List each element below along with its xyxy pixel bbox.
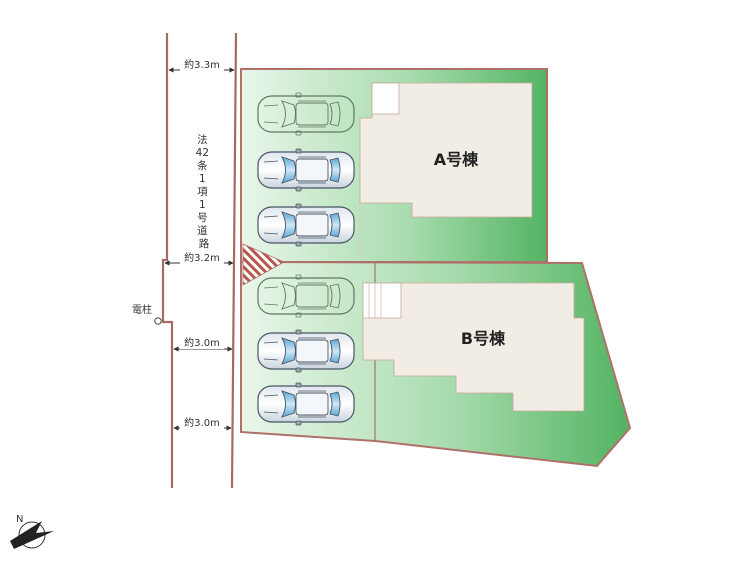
compass: N	[10, 514, 54, 549]
building-b-label: B号棟	[461, 329, 506, 348]
compass-north-label: N	[16, 514, 23, 525]
utility-pole-icon	[154, 317, 162, 325]
road: 法 42 条 1 項 1 号 道 路	[161, 32, 238, 489]
road-label: 法 42 条 1 項 1 号 道 路	[196, 133, 213, 250]
car-icon	[257, 382, 355, 426]
north-arrow-icon	[10, 521, 54, 549]
road-width-label: 約3.0m	[184, 416, 220, 429]
road-dimension-1: 約3.3m	[168, 58, 235, 73]
road-width-label: 約3.0m	[184, 336, 220, 349]
building-b-footprint	[362, 282, 585, 412]
car-icon	[257, 329, 355, 373]
road-dimension-2: 約3.2m	[164, 251, 234, 266]
car-icon	[257, 203, 355, 247]
shared-hatched-area	[242, 243, 285, 286]
road-west-edge	[161, 33, 174, 488]
road-width-label: 約3.3m	[184, 58, 220, 71]
building-a-footprint	[359, 82, 533, 218]
utility-pole: 電柱	[132, 303, 162, 325]
building-b-porch	[362, 282, 402, 319]
car-icon	[257, 274, 355, 318]
car-icon	[257, 92, 355, 136]
parking-area	[257, 92, 355, 426]
road-dimension-4: 約3.0m	[173, 416, 232, 431]
building-a-label: A号棟	[434, 150, 479, 169]
road-east-edge	[230, 32, 238, 489]
building-a-porch	[371, 82, 400, 115]
utility-pole-label: 電柱	[132, 303, 152, 316]
car-icon	[257, 148, 355, 192]
road-width-label: 約3.2m	[184, 251, 220, 264]
road-dimension-3: 約3.0m	[173, 336, 233, 352]
